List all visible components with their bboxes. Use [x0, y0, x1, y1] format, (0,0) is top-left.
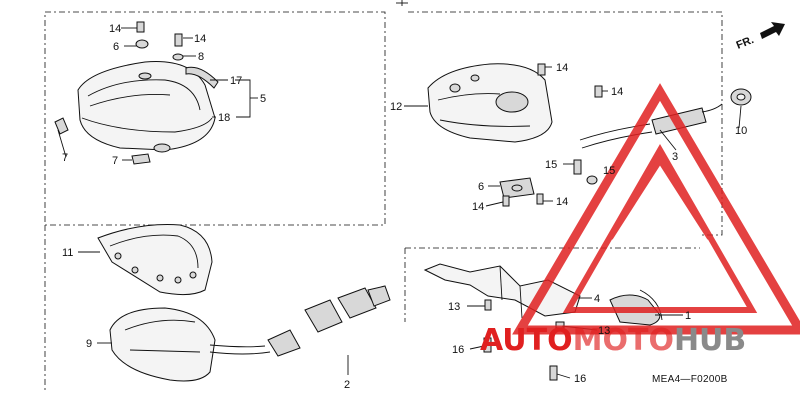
label-part-14-e: 14 [472, 201, 484, 213]
screws-right [499, 63, 603, 207]
label-part-9: 9 [86, 338, 92, 350]
label-part-12: 12 [390, 101, 402, 113]
label-part-15-a: 15 [545, 159, 557, 171]
label-part-14-b: 14 [194, 33, 206, 45]
label-part-4: 4 [594, 293, 600, 305]
label-part-2: 2 [344, 379, 350, 391]
label-part-5: 5 [260, 93, 266, 105]
label-part-14-d: 14 [611, 86, 623, 98]
label-part-18: 18 [218, 112, 230, 124]
label-part-14-c: 14 [556, 62, 568, 74]
screws-washers-left [135, 21, 184, 61]
watermark-part3: HUB [674, 323, 746, 358]
meter-unit [109, 285, 391, 382]
label-part-16-a: 16 [452, 344, 464, 356]
watermark-part1: AUTO [480, 323, 573, 358]
label-part-14-f: 14 [556, 196, 568, 208]
meter-cover-assembly [54, 60, 219, 165]
label-part-10: 10 [735, 125, 747, 137]
meter-housing [427, 63, 553, 143]
label-part-14-a: 14 [109, 23, 121, 35]
label-part-3: 3 [672, 151, 678, 163]
label-part-8: 8 [198, 51, 204, 63]
direction-label: FR. [735, 34, 756, 52]
front-direction-arrow-icon [760, 22, 785, 39]
label-part-15-b: 15 [603, 165, 615, 177]
label-part-6-a: 6 [113, 41, 119, 53]
label-part-11: 11 [62, 247, 73, 259]
label-part-6-b: 6 [478, 181, 484, 193]
label-part-7-a: 7 [62, 152, 68, 164]
watermark-triangle-logo [512, 83, 800, 335]
meter-bezel [97, 224, 213, 296]
label-part-13-a: 13 [448, 301, 460, 313]
label-part-1: 1 [685, 310, 691, 322]
watermark-text: AUTOMOTOHUB [480, 323, 746, 358]
label-part-13-b: 13 [598, 325, 610, 337]
label-part-7-b: 7 [112, 155, 118, 167]
label-part-17: 17 [230, 75, 242, 87]
diagram-code: MEA4—F0200B [652, 374, 728, 385]
watermark-part2: MOTO [573, 323, 674, 358]
label-part-16-b: 16 [574, 373, 586, 385]
